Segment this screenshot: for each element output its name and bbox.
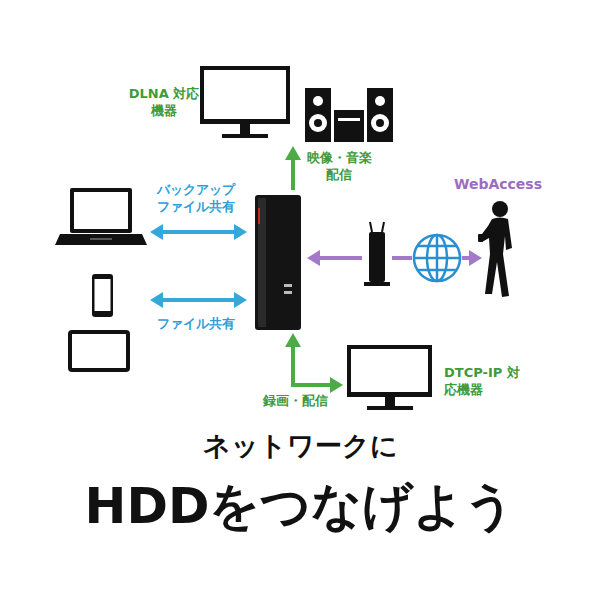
smartphone-part — [92, 274, 113, 317]
share-arrow-part — [160, 298, 238, 302]
audio-speakers-part — [313, 96, 323, 106]
web-arrow-part — [307, 250, 320, 266]
headline: HDDをつなげよう — [0, 474, 600, 539]
dtcp-monitor-part — [351, 349, 428, 392]
arrow-label: 録画・配信 — [252, 393, 338, 410]
web-arrow-part — [318, 256, 362, 260]
audio-speakers-part — [338, 118, 360, 121]
record-arrow — [285, 333, 343, 393]
access-label: WebAccess — [446, 175, 550, 193]
nas-unit-part — [258, 198, 266, 327]
audio-speakers — [305, 88, 393, 142]
nas-unit — [255, 195, 301, 330]
dlna-monitor-part — [222, 134, 268, 138]
person-silhouette-part — [479, 218, 512, 298]
audio-speakers-part — [314, 119, 322, 127]
audio-speakers-part — [371, 114, 389, 132]
device-label: DLNA 対応機器 — [126, 86, 202, 120]
tablet-part — [68, 330, 130, 372]
smartphone — [92, 274, 113, 317]
router-part — [364, 282, 390, 286]
nas-unit-part — [258, 208, 260, 224]
stream-arrow-part — [291, 158, 295, 190]
dtcp-monitor-part — [367, 406, 413, 410]
device-label: DTCP-IP 対応機器 — [444, 365, 528, 399]
nas-unit-part — [284, 291, 292, 294]
share-arrow — [150, 292, 247, 308]
audio-speakers-part — [376, 119, 384, 127]
person-silhouette-part — [478, 234, 483, 242]
laptop-part — [74, 192, 128, 229]
backup-arrow-part — [160, 230, 238, 234]
record-arrow-part — [293, 344, 333, 385]
share-arrow-part — [150, 292, 163, 308]
router-part — [382, 222, 384, 232]
internet-globe-part — [414, 235, 460, 281]
dtcp-monitor — [347, 345, 432, 410]
internet-globe — [414, 235, 460, 281]
backup-arrow-part — [234, 224, 247, 240]
title: ネットワークに — [0, 428, 600, 463]
router-part — [369, 232, 385, 282]
audio-speakers-part — [367, 88, 393, 142]
internet-globe-part — [414, 257, 460, 260]
person-silhouette — [478, 201, 512, 297]
dlna-monitor — [200, 66, 290, 138]
audio-speakers-part — [305, 88, 331, 142]
stream-arrow — [285, 146, 301, 190]
audio-speakers-part — [309, 114, 327, 132]
router — [364, 222, 390, 286]
tablet-part — [72, 334, 126, 368]
share-arrow-part — [234, 292, 247, 308]
laptop-part — [70, 188, 132, 233]
tablet — [68, 330, 130, 372]
web-arrow-part — [469, 250, 482, 266]
arrow-label: バックアップ ファイル共有 — [150, 182, 242, 216]
laptop-part — [90, 238, 112, 240]
backup-arrow — [150, 224, 247, 240]
record-arrow-part — [285, 333, 301, 347]
internet-globe-part — [418, 246, 456, 270]
dlna-monitor-part — [200, 66, 290, 124]
person-silhouette-part — [492, 201, 508, 217]
laptop — [55, 188, 147, 245]
arrow-label: ファイル共有 — [150, 316, 242, 333]
arrow-label: 映像・音楽 配信 — [300, 150, 378, 184]
dtcp-monitor-part — [385, 397, 395, 406]
nas-unit-part — [255, 195, 301, 330]
record-arrow-part — [330, 377, 343, 393]
dtcp-monitor-part — [347, 345, 432, 397]
smartphone-part — [95, 279, 111, 311]
router-part — [370, 222, 372, 232]
stream-arrow-part — [285, 146, 301, 160]
audio-speakers-part — [334, 110, 364, 142]
audio-speakers-part — [375, 96, 385, 106]
nas-unit-part — [284, 284, 292, 287]
laptop-part — [55, 234, 147, 245]
dlna-monitor-part — [204, 70, 286, 119]
backup-arrow-part — [150, 224, 163, 240]
dlna-monitor-part — [240, 124, 250, 134]
web-arrow-part — [392, 256, 412, 260]
